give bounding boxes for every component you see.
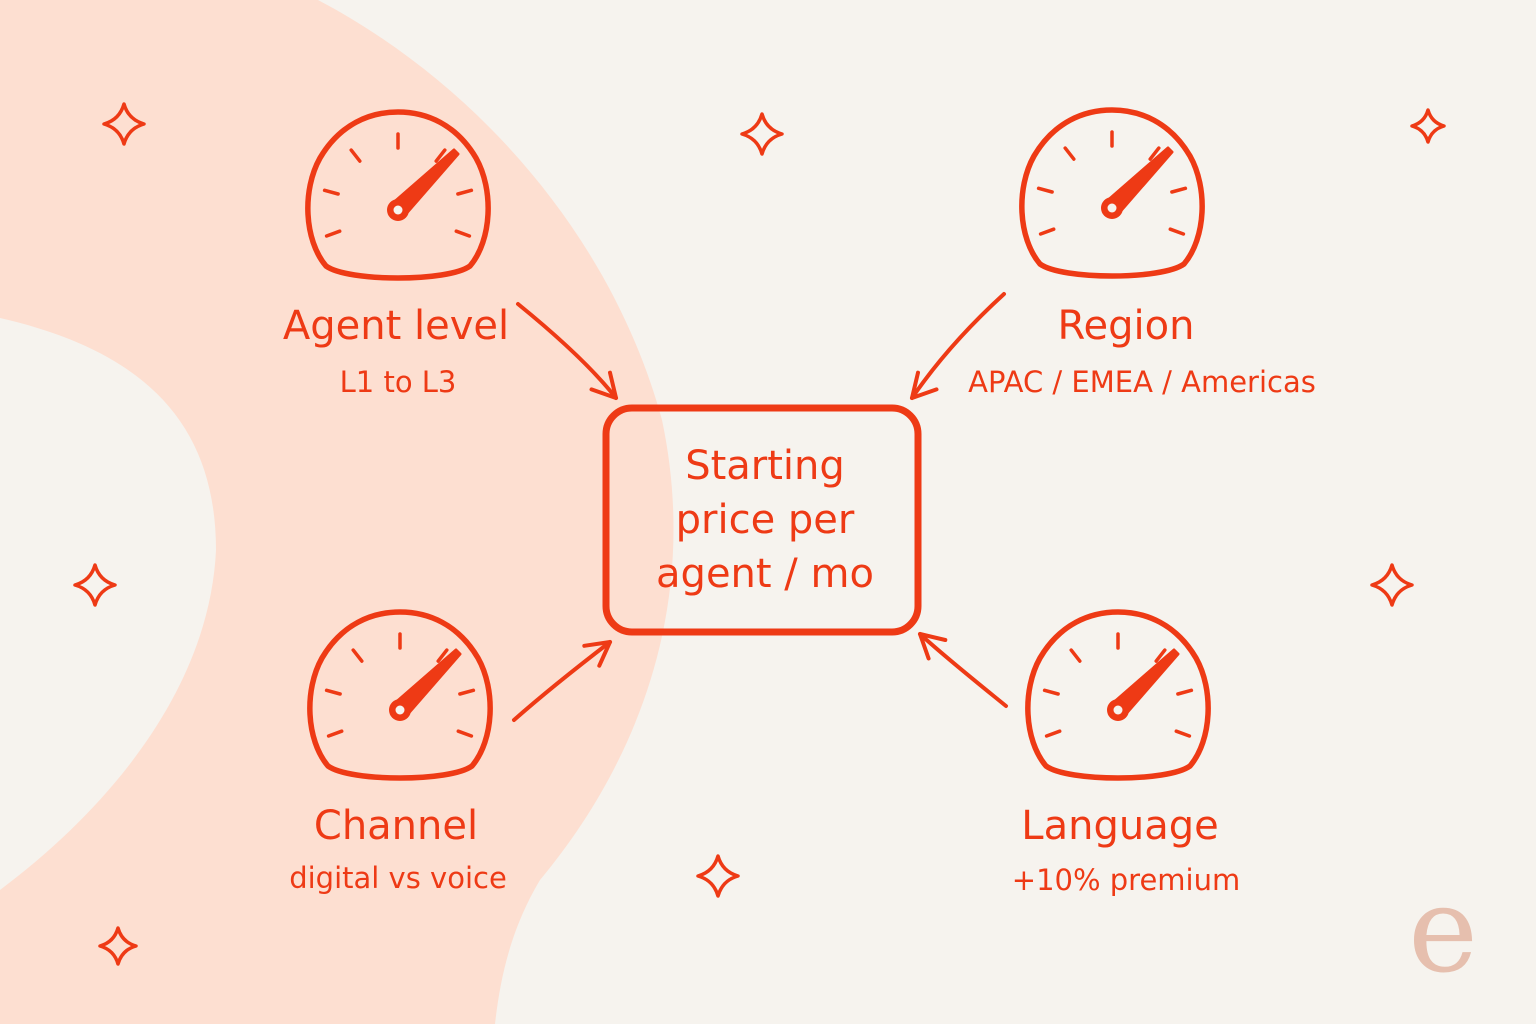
center-line-3: agent / mo bbox=[656, 551, 874, 597]
sparkle-icon bbox=[740, 112, 784, 156]
gauge-icon bbox=[305, 109, 491, 281]
language-subtitle: +10% premium bbox=[1011, 863, 1241, 897]
gauge-group bbox=[305, 107, 1211, 781]
arrow-group bbox=[512, 292, 1008, 722]
center-line-2: price per bbox=[675, 497, 855, 543]
arrow-icon bbox=[512, 640, 612, 722]
arrow-icon bbox=[516, 302, 618, 400]
sparkle-icon bbox=[102, 102, 146, 146]
region-title: Region bbox=[1057, 303, 1195, 349]
arrow-icon bbox=[918, 632, 1008, 708]
center-line-1: Starting bbox=[685, 443, 845, 489]
center-box-label: Starting price per agent / mo bbox=[614, 410, 916, 630]
language-title: Language bbox=[1021, 803, 1219, 849]
gauge-icon bbox=[1019, 107, 1205, 279]
agent-level-title: Agent level bbox=[282, 303, 510, 349]
gauge-icon bbox=[1025, 609, 1211, 781]
brand-logo: e bbox=[1408, 861, 1478, 999]
sparkle-icon bbox=[1370, 563, 1414, 607]
sparkle-icon bbox=[1410, 108, 1446, 144]
sparkle-group bbox=[73, 102, 1446, 966]
background-blob bbox=[0, 0, 674, 1024]
arrow-icon bbox=[910, 292, 1006, 400]
sparkle-icon bbox=[73, 563, 117, 607]
gauge-icon bbox=[307, 609, 493, 781]
agent-level-subtitle: L1 to L3 bbox=[339, 365, 457, 399]
channel-subtitle: digital vs voice bbox=[289, 861, 507, 895]
center-box bbox=[602, 404, 922, 636]
region-subtitle: APAC / EMEA / Americas bbox=[968, 365, 1316, 399]
sparkle-icon bbox=[98, 926, 138, 966]
sparkle-icon bbox=[696, 854, 740, 898]
channel-title: Channel bbox=[313, 803, 479, 849]
